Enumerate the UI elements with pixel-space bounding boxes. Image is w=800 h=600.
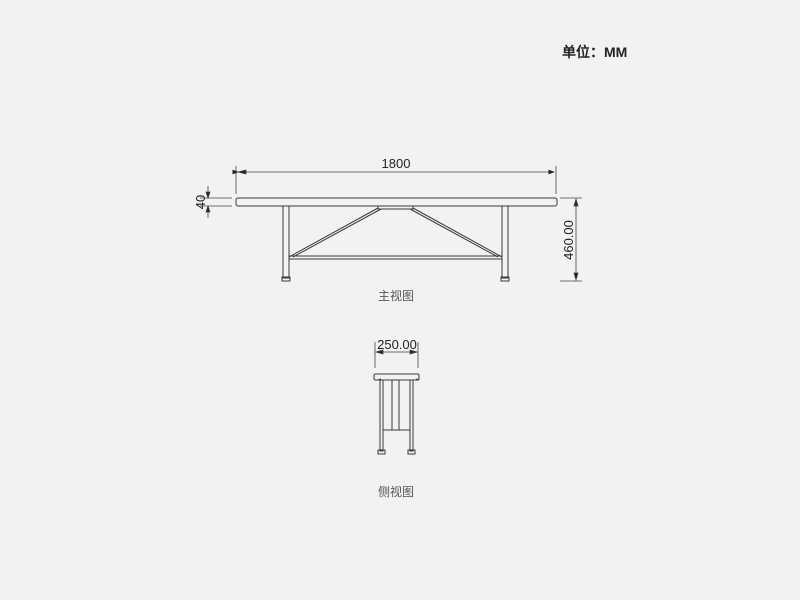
front-left-foot [281, 276, 291, 282]
front-seat-top [235, 197, 558, 207]
side-right-leg [409, 379, 414, 452]
side-view [373, 373, 420, 455]
front-view-caption: 主视图 [378, 289, 415, 303]
side-right-foot [407, 449, 416, 455]
unit-label: 单位：MM [562, 44, 628, 60]
side-center-post [391, 379, 400, 431]
side-left-leg [379, 379, 384, 452]
front-right-leg [501, 205, 509, 279]
front-top-plate [377, 205, 414, 210]
front-stretcher [288, 255, 503, 260]
length-dimension-label: 1800 [382, 156, 411, 171]
front-left-leg [282, 205, 290, 279]
width-dimension [374, 342, 419, 368]
length-dimension [232, 166, 557, 194]
front-view [235, 197, 558, 282]
thickness-dimension-label: 40 [193, 195, 208, 209]
width-dimension-label: 250.00 [377, 337, 417, 352]
front-right-brace [409, 207, 503, 258]
front-right-foot [500, 276, 510, 282]
side-view-caption: 侧视图 [378, 485, 415, 499]
thickness-dimension [200, 186, 232, 218]
front-left-brace [288, 207, 382, 258]
height-dimension [560, 197, 582, 282]
side-left-foot [377, 449, 386, 455]
height-dimension-label: 460.00 [561, 220, 576, 260]
